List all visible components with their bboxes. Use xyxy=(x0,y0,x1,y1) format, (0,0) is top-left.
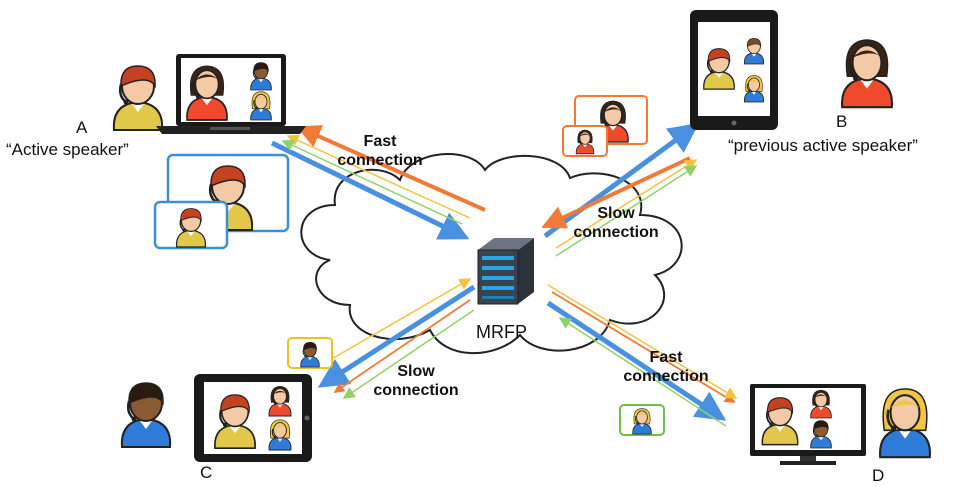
b-received-video-boxes xyxy=(562,95,648,157)
user-a-avatar xyxy=(112,64,164,132)
user-b-avatar xyxy=(840,38,894,109)
endpoint-d xyxy=(619,384,932,465)
link-c-label: Slow connection xyxy=(366,362,466,400)
link-a-line2: connection xyxy=(337,152,423,169)
link-a-line1: Fast xyxy=(363,133,397,150)
d-received-video-box xyxy=(619,404,665,436)
endpoint-c-letter: C xyxy=(200,463,213,482)
link-b-line1: Slow xyxy=(597,205,635,222)
a-received-video-boxes xyxy=(153,153,290,250)
link-c-streams xyxy=(317,278,476,399)
c-received-video-box xyxy=(287,337,333,369)
mrfp-server xyxy=(477,238,534,305)
endpoint-b-caption: “previous active speaker” xyxy=(728,136,918,155)
endpoint-d-letter: D xyxy=(872,466,885,485)
link-c-line1: Slow xyxy=(397,363,435,380)
link-d-line1: Fast xyxy=(649,349,683,366)
tablet-device-b xyxy=(690,10,778,130)
link-a-label: Fast connection xyxy=(330,132,430,170)
endpoint-b-letter: B xyxy=(836,112,848,131)
monitor-device-d xyxy=(750,384,866,465)
endpoint-a-caption: “Active speaker” xyxy=(6,140,129,159)
laptop-device xyxy=(156,54,306,134)
link-d-streams xyxy=(546,284,738,427)
user-d-avatar xyxy=(878,387,932,459)
endpoint-a xyxy=(112,54,306,250)
endpoint-a-letter: A xyxy=(76,118,88,137)
link-d-label: Fast connection xyxy=(616,348,716,386)
link-c-line2: connection xyxy=(373,382,459,399)
link-d-line2: connection xyxy=(623,368,709,385)
endpoint-b xyxy=(562,10,894,157)
endpoint-c xyxy=(120,337,333,462)
link-a-streams xyxy=(270,125,486,240)
link-b-line2: connection xyxy=(573,224,659,241)
link-b-label: Slow connection xyxy=(566,204,666,242)
server-label: MRFP xyxy=(476,322,527,342)
link-b-streams xyxy=(541,123,700,257)
tablet-device-c xyxy=(194,374,312,462)
user-c-avatar xyxy=(120,381,172,449)
